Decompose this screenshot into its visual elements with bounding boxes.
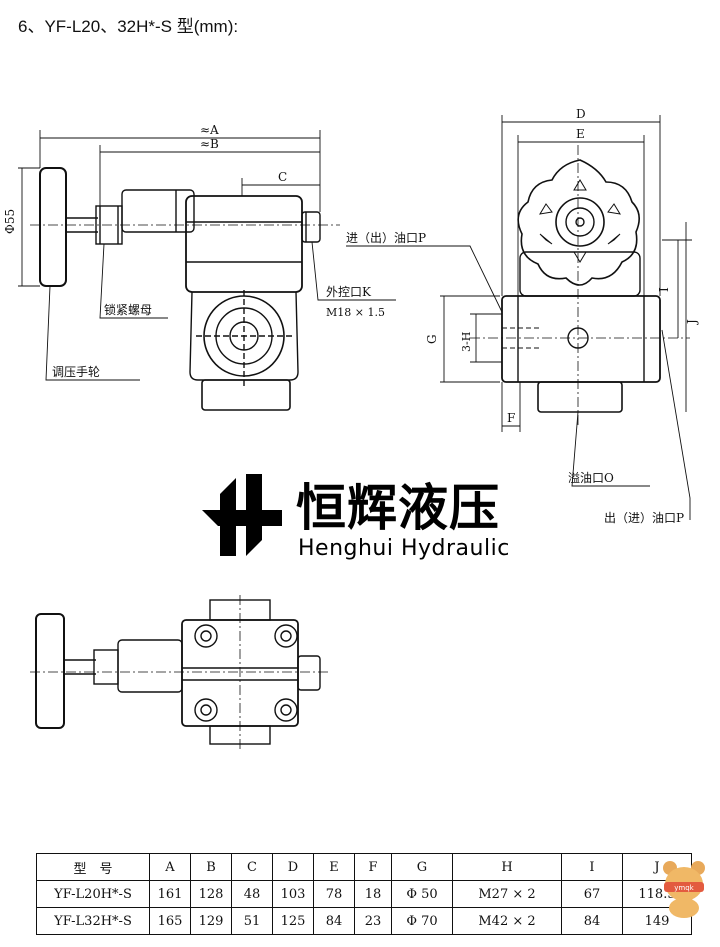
inlet-outlet-p-callout: 进（出）油口P: [346, 231, 426, 245]
watermark-text: ymqk: [674, 884, 694, 892]
table-cell: 84: [313, 907, 355, 935]
section-title: 6、YF-L20、32H*-S 型(mm):: [18, 17, 239, 36]
table-cell: 78: [313, 880, 355, 908]
table-cell: 51: [231, 907, 273, 935]
external-port-callout: 外控口K: [326, 285, 372, 299]
header-e: E: [313, 853, 355, 881]
spec-table: 型 号 A B C D E F G H I J YF-L20H*-S 161 1…: [36, 853, 692, 935]
brand-english: Henghui Hydraulic: [298, 536, 510, 561]
dim-j-label: J: [685, 319, 699, 326]
table-cell: YF-L32H*-S: [36, 907, 150, 935]
dim-e-label: E: [576, 127, 585, 141]
dim-a-label: ≈A: [200, 123, 219, 137]
dim-b-label: ≈B: [200, 137, 219, 151]
dim-phi55-label: Φ55: [3, 209, 17, 234]
table-cell: YF-L20H*-S: [36, 880, 150, 908]
table-cell: 125: [272, 907, 314, 935]
table-cell: Φ 70: [391, 907, 453, 935]
table-cell: 18: [354, 880, 392, 908]
table-cell: 128: [190, 880, 232, 908]
table-header-row: 型 号 A B C D E F G H I J: [36, 853, 692, 881]
header-g: G: [391, 853, 453, 881]
brand-chinese: 恒辉液压: [296, 479, 500, 537]
table-cell: 103: [272, 880, 314, 908]
table-cell: M42 × 2: [452, 907, 562, 935]
external-thread-callout: M18 × 1.5: [326, 306, 385, 319]
header-i: I: [561, 853, 623, 881]
dim-d-label: D: [576, 107, 586, 121]
header-d: D: [272, 853, 314, 881]
table-cell: 129: [190, 907, 232, 935]
top-view: [30, 595, 330, 750]
dim-f-label: F: [507, 411, 515, 425]
table-cell: 165: [149, 907, 191, 935]
header-a: A: [149, 853, 191, 881]
header-c: C: [231, 853, 273, 881]
outlet-inlet-p-callout: 出（进）油口P: [604, 511, 684, 525]
table-row: YF-L20H*-S 161 128 48 103 78 18 Φ 50 M27…: [36, 880, 692, 908]
dim-i-label: I: [657, 287, 671, 292]
header-f: F: [354, 853, 392, 881]
header-model: 型 号: [36, 853, 150, 881]
table-cell: 84: [561, 907, 623, 935]
dim-c-label: C: [278, 170, 287, 184]
table-row: YF-L32H*-S 165 129 51 125 84 23 Φ 70 M42…: [36, 907, 692, 935]
header-h: H: [452, 853, 562, 881]
side-view: [18, 130, 396, 411]
dim-g-label: G: [425, 334, 439, 344]
table-cell: 67: [561, 880, 623, 908]
henghui-logo-icon: [202, 474, 282, 556]
table-cell: Φ 50: [391, 880, 453, 908]
table-cell: 23: [354, 907, 392, 935]
table-cell: 48: [231, 880, 273, 908]
dim-3h-label: 3-H: [460, 332, 473, 352]
overflow-o-callout: 溢油口O: [568, 471, 614, 485]
bear-watermark-icon: ymqk: [663, 861, 705, 918]
lock-nut-callout: 锁紧螺母: [104, 302, 152, 317]
table-cell: 161: [149, 880, 191, 908]
header-b: B: [190, 853, 232, 881]
handwheel-callout: 调压手轮: [52, 365, 100, 379]
header-j: J: [622, 853, 692, 881]
table-cell: M27 × 2: [452, 880, 562, 908]
front-view: [346, 115, 692, 520]
